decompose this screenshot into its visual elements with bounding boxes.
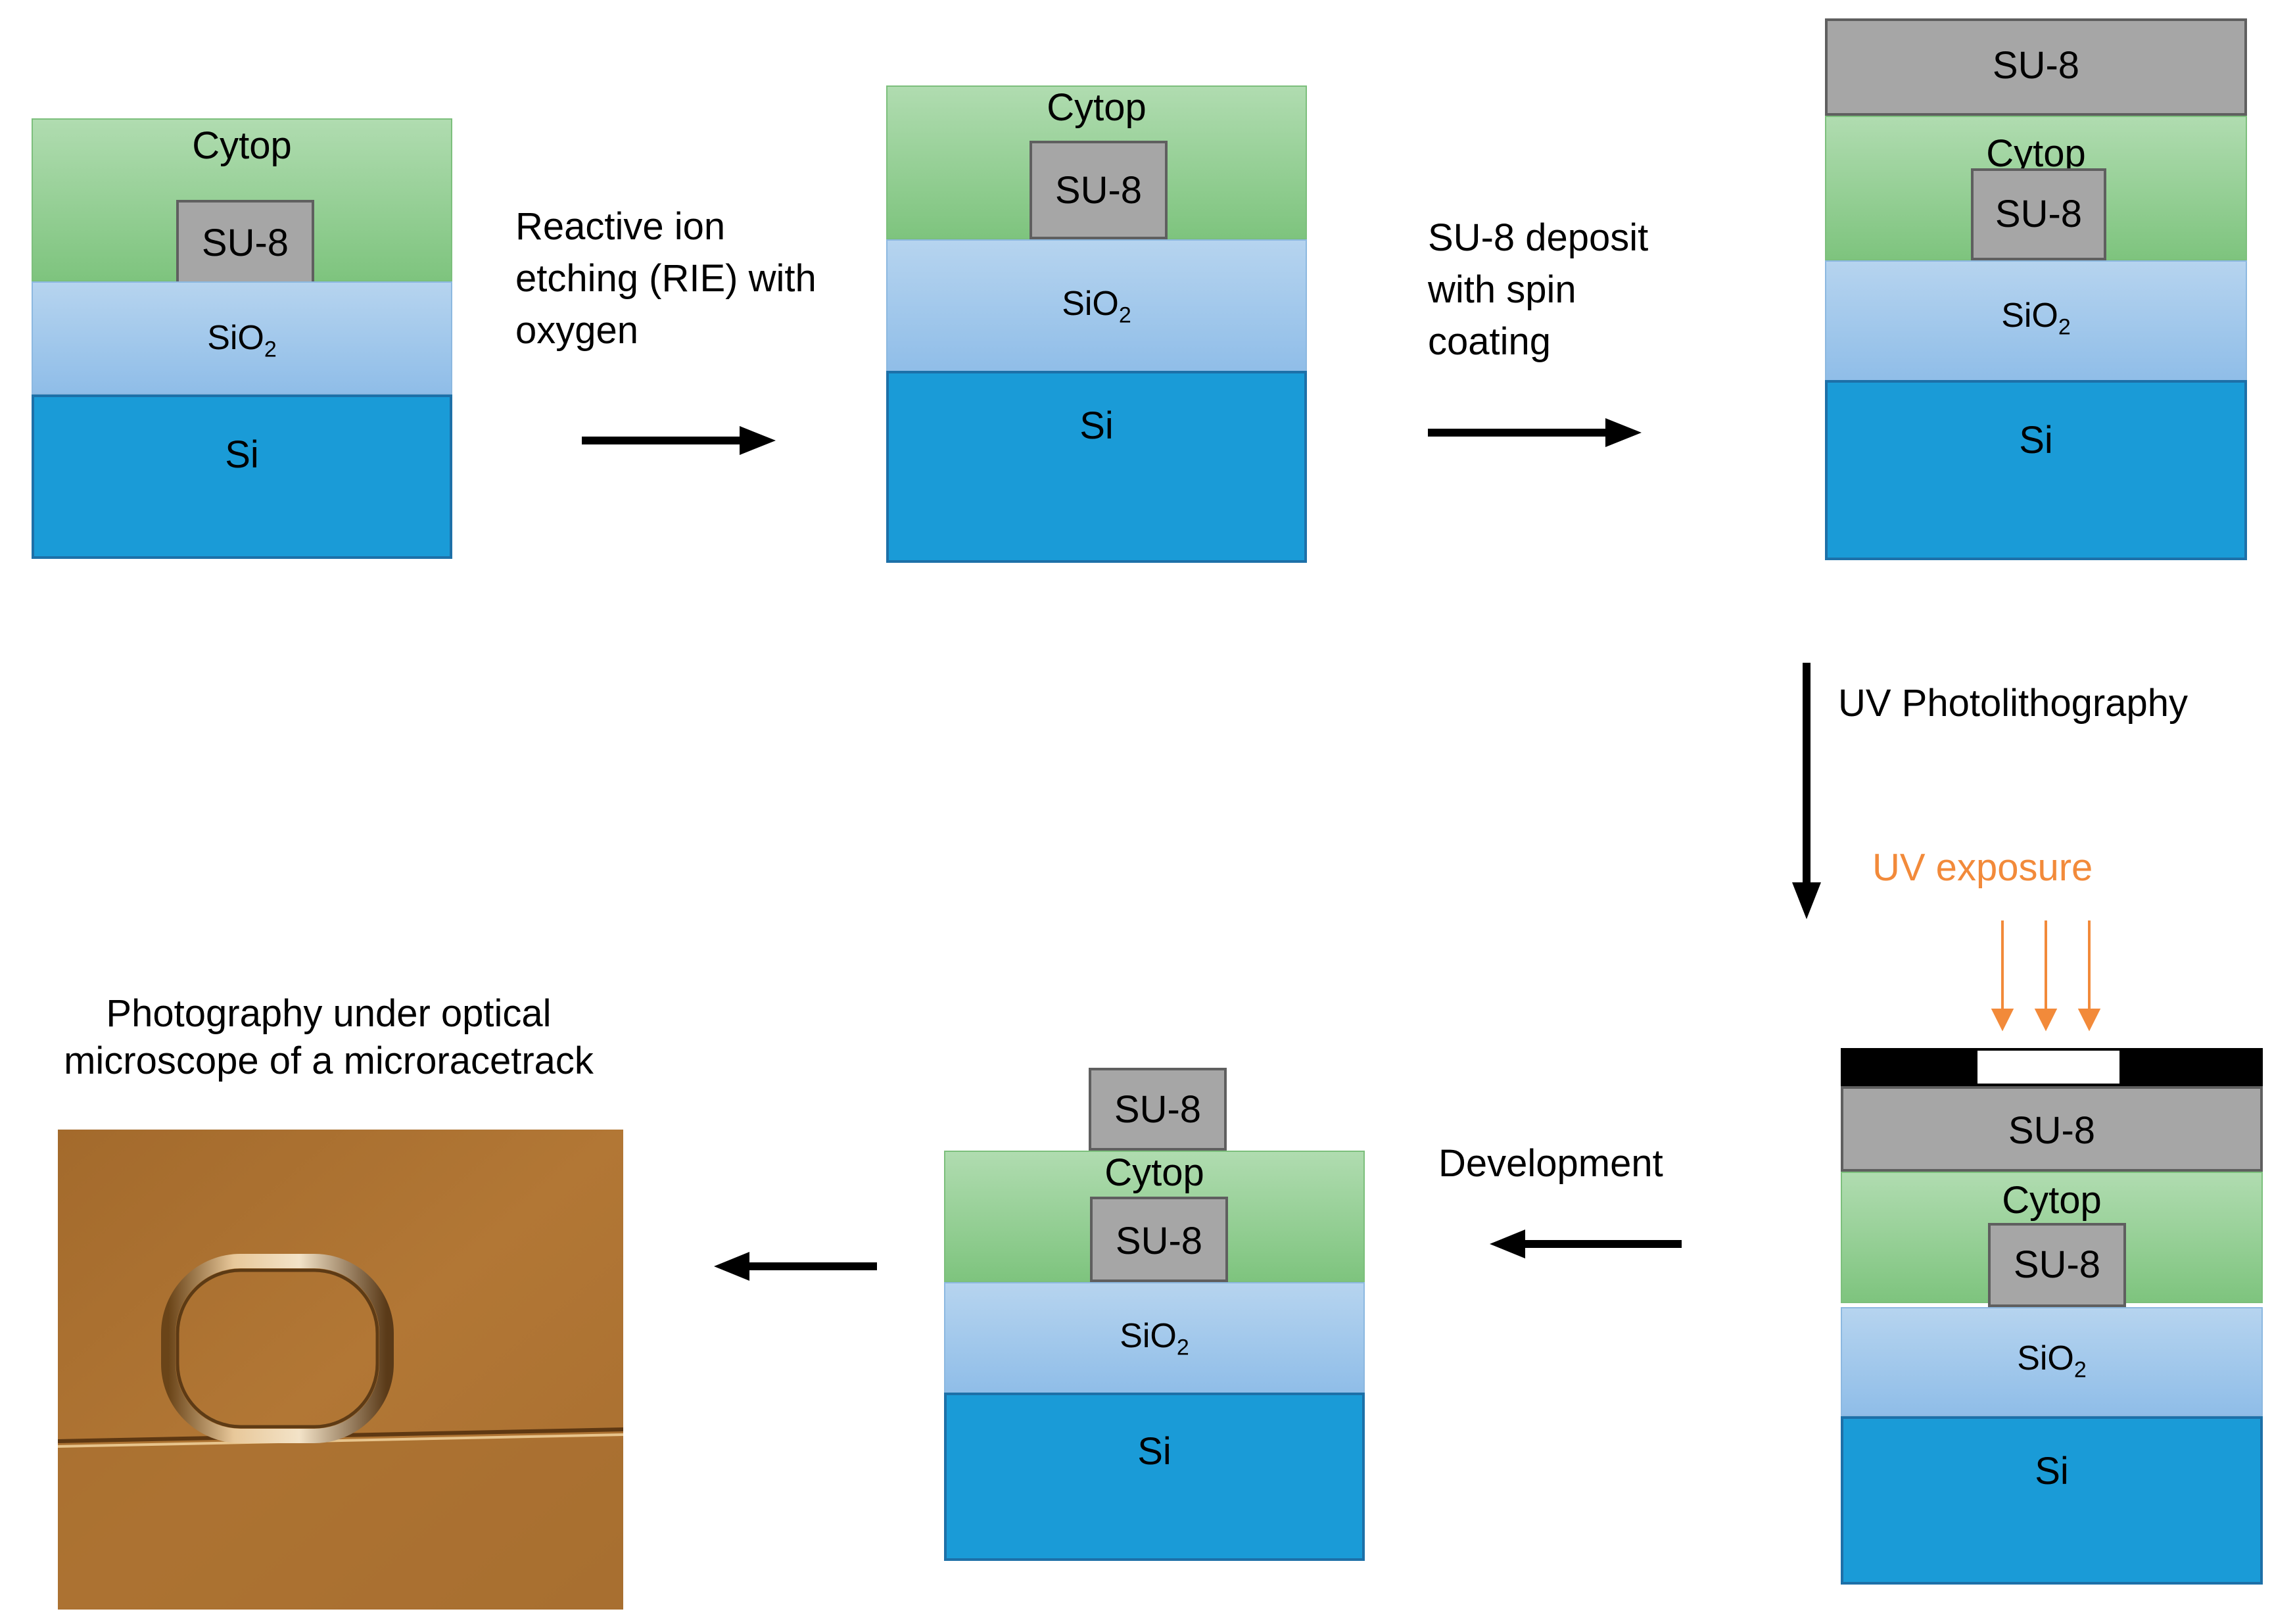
step-uv-photolithography: UV Photolithography bbox=[1838, 682, 2188, 725]
arrow-right-2 bbox=[1428, 418, 1642, 447]
si-substrate: Si bbox=[944, 1393, 1365, 1561]
sio2-label: SiO2 bbox=[207, 319, 277, 362]
step-spin-text: SU-8 deposit with spin coating bbox=[1428, 212, 1648, 368]
su8-top-label: SU-8 bbox=[1114, 1088, 1202, 1131]
si-label: Si bbox=[225, 433, 259, 476]
su8-core: SU-8 bbox=[176, 200, 314, 284]
su8-label: SU-8 bbox=[1054, 169, 1143, 212]
stack-initial: Cytop SU-8 SiO2 Si bbox=[32, 118, 452, 559]
su8-core: SU-8 bbox=[1971, 168, 2106, 260]
cytop-label: Cytop bbox=[1986, 132, 2086, 175]
photo-caption: Photography under optical microscope of … bbox=[0, 990, 657, 1085]
arrow-down bbox=[1792, 663, 1821, 919]
su8-core: SU-8 bbox=[1988, 1223, 2126, 1307]
cytop-label: Cytop bbox=[1047, 86, 1147, 129]
su8-top-waveguide: SU-8 bbox=[1089, 1068, 1227, 1151]
sio2-layer: SiO2 bbox=[1825, 260, 2247, 383]
si-label: Si bbox=[2035, 1450, 2069, 1493]
sio2-label: SiO2 bbox=[1062, 285, 1131, 328]
cytop-label: Cytop bbox=[2002, 1179, 2102, 1222]
spin-line-2: with spin bbox=[1428, 268, 1576, 311]
step-rie-text: Reactive ion etching (RIE) with oxygen bbox=[515, 201, 816, 356]
su8-label: SU-8 bbox=[1115, 1220, 1203, 1262]
su8-core: SU-8 bbox=[1090, 1197, 1228, 1282]
su8-label: SU-8 bbox=[201, 222, 289, 264]
si-substrate: Si bbox=[1841, 1416, 2263, 1585]
arrow-left-2 bbox=[714, 1252, 877, 1281]
spin-line-3: coating bbox=[1428, 320, 1551, 363]
su8-core: SU-8 bbox=[1030, 141, 1168, 239]
photomask-opening bbox=[1975, 1048, 2122, 1086]
uv-rays-icon bbox=[1991, 920, 2101, 1032]
cytop-label: Cytop bbox=[192, 124, 292, 167]
rie-line-3: oxygen bbox=[515, 309, 639, 352]
stack-after-development: SU-8 Cytop SU-8 SiO2 Si bbox=[944, 1068, 1365, 1561]
rie-line-1: Reactive ion bbox=[515, 205, 726, 248]
arrow-right-1 bbox=[582, 426, 776, 455]
uv-exposure-label: UV exposure bbox=[1872, 846, 2093, 889]
photomask-right bbox=[2122, 1048, 2263, 1086]
stack-after-rie: Cytop SU-8 SiO2 Si bbox=[886, 85, 1307, 563]
arrow-left-1 bbox=[1490, 1230, 1682, 1258]
rie-line-2: etching (RIE) with bbox=[515, 257, 816, 300]
photo-caption-line-1: Photography under optical bbox=[106, 992, 552, 1035]
stack-uv-exposure: SU-8 Cytop SU-8 SiO2 Si bbox=[1841, 1048, 2263, 1585]
sio2-layer: SiO2 bbox=[944, 1282, 1365, 1395]
si-label: Si bbox=[1079, 404, 1114, 447]
si-substrate: Si bbox=[886, 371, 1307, 563]
si-substrate: Si bbox=[1825, 380, 2247, 560]
su8-top-layer: SU-8 bbox=[1825, 18, 2247, 116]
si-label: Si bbox=[1137, 1430, 1172, 1473]
su8-label: SU-8 bbox=[1995, 193, 2083, 235]
si-substrate: Si bbox=[32, 394, 452, 559]
photomask-left bbox=[1841, 1048, 1975, 1086]
microracetrack-photo bbox=[58, 1130, 623, 1610]
si-label: Si bbox=[2019, 419, 2053, 462]
sio2-layer: SiO2 bbox=[32, 281, 452, 394]
photo-caption-line-2: microscope of a microracetrack bbox=[64, 1039, 594, 1082]
sio2-label: SiO2 bbox=[2017, 1339, 2087, 1383]
spin-line-1: SU-8 deposit bbox=[1428, 216, 1649, 259]
sio2-label: SiO2 bbox=[1120, 1317, 1189, 1360]
su8-top-layer: SU-8 bbox=[1841, 1086, 2263, 1172]
su8-label: SU-8 bbox=[2013, 1243, 2101, 1286]
sio2-layer: SiO2 bbox=[1841, 1307, 2263, 1416]
su8-top-label: SU-8 bbox=[2008, 1109, 2096, 1152]
sio2-layer: SiO2 bbox=[886, 239, 1307, 375]
sio2-label: SiO2 bbox=[2001, 297, 2071, 340]
step-development: Development bbox=[1438, 1142, 1663, 1185]
cytop-label: Cytop bbox=[1104, 1151, 1204, 1194]
su8-top-label: SU-8 bbox=[1992, 44, 2080, 87]
stack-after-spin: SU-8 Cytop SU-8 SiO2 Si bbox=[1825, 18, 2247, 560]
